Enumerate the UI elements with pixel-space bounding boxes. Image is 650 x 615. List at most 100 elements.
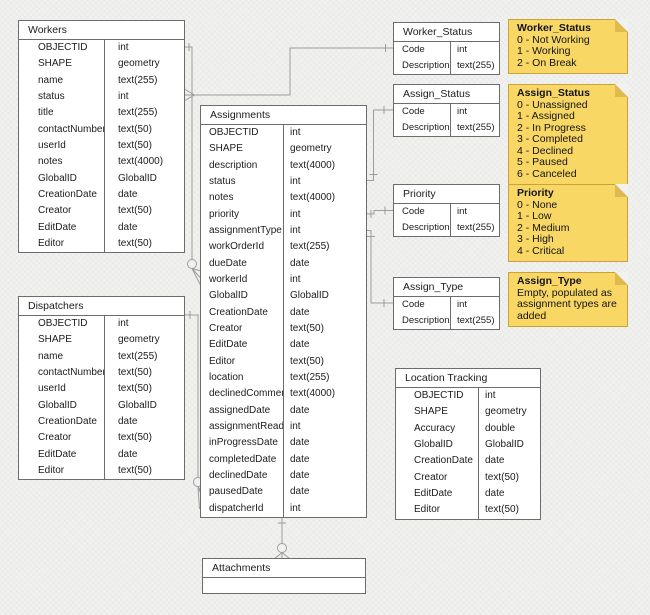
note-line: 2 - Medium — [517, 221, 570, 234]
field-type: date — [478, 453, 540, 470]
field-type: date — [104, 446, 184, 463]
field-type: text(50) — [104, 462, 184, 480]
field-type: GlobalID — [104, 170, 184, 187]
field-name: Editor — [38, 464, 65, 476]
field-name: userId — [38, 383, 66, 395]
field-name: contactNumber — [38, 123, 104, 135]
note-title: Priority — [517, 187, 554, 199]
field-name: notes — [38, 156, 63, 168]
field-type: geometry — [104, 56, 184, 73]
field-type: date — [283, 435, 366, 452]
connector-workers-assignments — [185, 43, 202, 287]
table-title: Worker_Status — [394, 23, 499, 42]
table-title: Dispatchers — [19, 297, 184, 316]
field-name: priority — [209, 208, 240, 220]
field-type: double — [478, 420, 540, 437]
field-type: text(255) — [450, 313, 499, 329]
field-name: declinedComment — [209, 388, 283, 400]
field-name: Creator — [38, 205, 72, 217]
field-type: date — [283, 304, 366, 321]
field-name: inProgressDate — [209, 437, 278, 449]
field-type: geometry — [104, 332, 184, 349]
connector-workers-worker-status — [184, 44, 393, 101]
field-type: text(50) — [478, 502, 540, 519]
field-name: Editor — [38, 237, 65, 249]
connector-line — [185, 47, 393, 96]
field-name: OBJECTID — [209, 127, 259, 138]
field-type: text(255) — [450, 120, 499, 136]
field-name: description — [209, 159, 258, 171]
field-type: GlobalID — [478, 436, 540, 454]
field-type: date — [283, 255, 366, 272]
field-name: EditDate — [209, 339, 248, 351]
field-type: int — [450, 297, 499, 313]
note-line: 1 - Low — [517, 210, 552, 222]
note-line: 4 - Critical — [517, 244, 565, 257]
field-type: text(255) — [450, 58, 499, 74]
field-name: Editor — [414, 504, 441, 516]
field-name: Code — [402, 106, 425, 117]
field-type: int — [104, 40, 184, 57]
field-name: workOrderId — [209, 241, 265, 253]
field-name: SHAPE — [38, 334, 72, 346]
field-type: int — [450, 204, 499, 220]
field-name: Code — [402, 44, 425, 55]
note-line: 0 - None — [517, 198, 558, 211]
field-name: Creator — [38, 432, 72, 444]
field-name: SHAPE — [414, 406, 448, 418]
field-name: Accuracy — [414, 422, 456, 434]
connector-line — [367, 230, 393, 304]
field-name: OBJECTID — [38, 42, 88, 53]
note-line: 1 - Assigned — [517, 110, 575, 122]
field-type: text(255) — [450, 220, 499, 236]
field-type: geometry — [478, 404, 540, 421]
field-type: text(255) — [283, 369, 366, 387]
field-name: declinedDate — [209, 469, 268, 481]
field-type: date — [283, 467, 366, 485]
entity-attachments[interactable]: Attachments — [202, 558, 366, 594]
note-line: 2 - On Break — [517, 56, 577, 69]
field-name: status — [209, 175, 236, 187]
field-name: workerId — [209, 273, 248, 285]
table-row: OBJECTID int — [19, 40, 184, 57]
note-line: 6 - Canceled — [517, 167, 577, 180]
connector-line — [185, 46, 193, 260]
field-name: GlobalID — [209, 290, 248, 302]
field-type: text(50) — [104, 121, 184, 138]
